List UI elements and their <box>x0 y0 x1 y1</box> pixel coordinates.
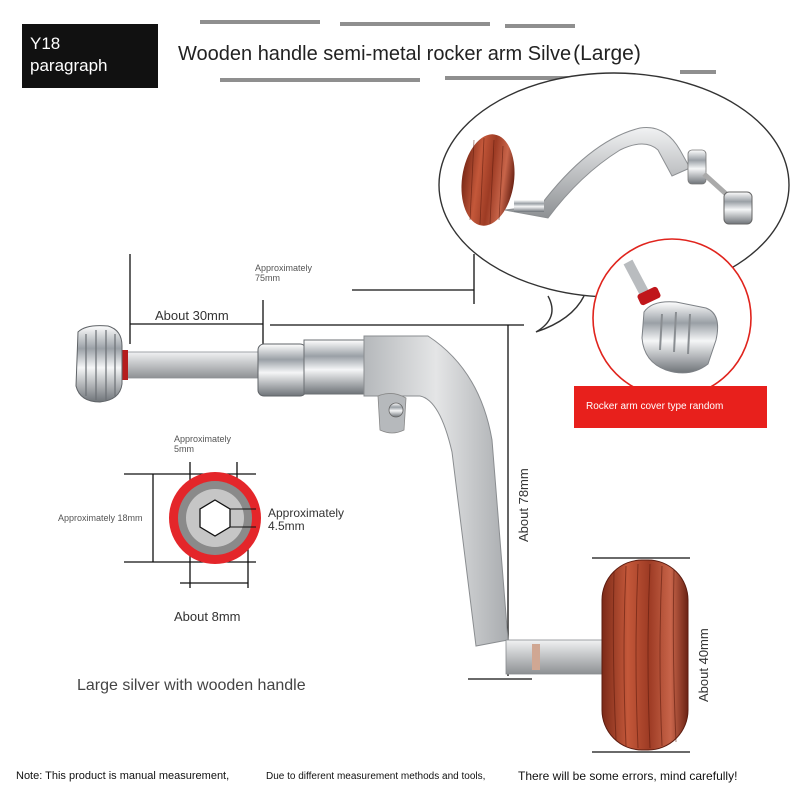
knob-width-label: About 40mm <box>696 628 711 702</box>
hex-width-label: Approximately 5mm <box>174 434 231 454</box>
hex-width-line1: Approximately <box>174 434 232 444</box>
footnote-part1: Note: This product is manual measurement… <box>16 770 230 782</box>
footnote-part2: Due to different measurement methods and… <box>266 771 486 782</box>
random-cover-callout: Rocker arm cover type random <box>574 386 767 428</box>
product-title: Wooden handle semi-metal rocker arm Silv… <box>178 42 641 66</box>
product-title-main: Wooden handle semi-metal rocker arm Silv… <box>178 43 572 65</box>
dim-knob-width <box>592 557 690 753</box>
dim-arm-height <box>270 324 532 680</box>
hex-socket-icon <box>124 462 261 588</box>
model-badge-line2: paragraph <box>30 56 108 75</box>
hex-depth-line1: Approximately <box>268 506 345 520</box>
hex-depth-line2: 4.5mm <box>268 519 305 533</box>
detail-bubble <box>438 72 790 333</box>
wooden-knob-illustration <box>601 559 689 751</box>
measurement-footnote: Note: This product is manual measurement… <box>14 768 786 792</box>
bottom-width-label: About 8mm <box>174 609 241 624</box>
shaft-length-label: About 30mm <box>155 308 229 323</box>
overall-length-line2: 75mm <box>255 273 281 283</box>
hex-depth-label: Approximately 4.5mm <box>268 507 344 533</box>
product-caption: Large silver with wooden handle <box>77 677 306 694</box>
title-residue <box>680 70 716 74</box>
title-residue <box>505 24 575 28</box>
overall-length-label: Approximately 75mm <box>255 263 312 283</box>
product-title-suffix: (Large) <box>573 42 641 65</box>
title-residue <box>340 22 490 26</box>
random-cover-text: Rocker arm cover type random <box>586 401 724 412</box>
hex-width-line2: 5mm <box>174 444 194 454</box>
overall-length-line1: Approximately <box>255 263 313 273</box>
cover-detail-circle <box>592 238 752 398</box>
outer-diameter-label: Approximately 18mm <box>58 513 143 523</box>
title-residue <box>445 76 645 80</box>
title-residue <box>220 78 420 82</box>
model-badge: Y18 paragraph <box>22 24 158 88</box>
title-residue <box>200 20 320 24</box>
footnote-part3: There will be some errors, mind carefull… <box>518 769 738 783</box>
model-badge-line1: Y18 <box>30 34 61 53</box>
dim-overall-length <box>129 254 475 344</box>
rocker-arm-illustration <box>75 325 611 675</box>
arm-height-label: About 78mm <box>516 468 531 542</box>
